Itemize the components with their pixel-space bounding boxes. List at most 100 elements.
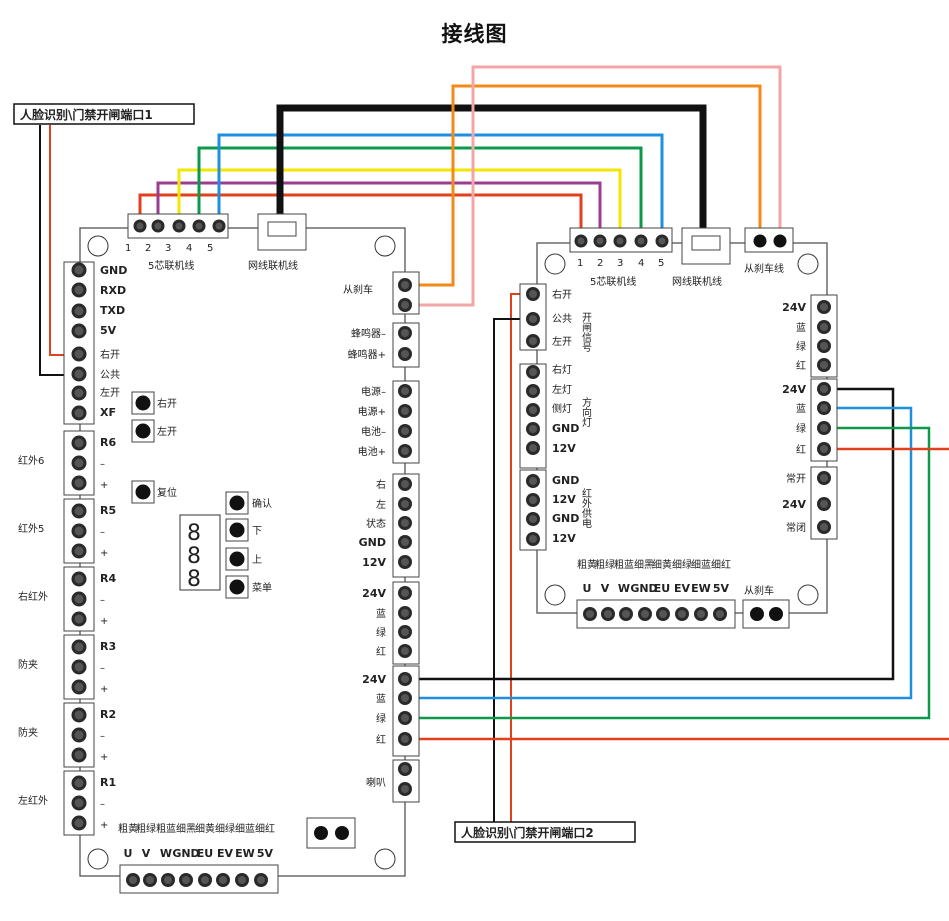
term-label: TXD xyxy=(100,304,125,317)
term-label: 电池+ xyxy=(358,445,386,458)
term-label: 状态 xyxy=(366,517,386,530)
term-label: 12V xyxy=(552,532,576,545)
term-label: 24V xyxy=(782,301,806,314)
wire-port2-black xyxy=(493,318,527,833)
term-label: GND xyxy=(552,422,579,435)
term-label: 左开 xyxy=(100,386,120,399)
wire-purple xyxy=(156,181,602,233)
pin-number: 3 xyxy=(165,243,171,254)
pin-number: 5 xyxy=(207,243,213,254)
main-board: 1 2 3 4 5 5芯联机线 网线联机线 GND RXD TXD 5V 右开 … xyxy=(18,213,420,894)
wire-loop-red xyxy=(405,447,949,741)
second-board-outline xyxy=(536,242,828,614)
second-board: 1 2 3 4 5 5芯联机线 网线联机线 从刹车线 右开公共左开右灯左灯侧灯G… xyxy=(519,227,838,629)
pin-number: 4 xyxy=(638,258,644,269)
network-port xyxy=(681,227,731,265)
r-side-label: 红外6 xyxy=(18,454,44,467)
mount-hole xyxy=(87,848,109,870)
bottom-label: 5V xyxy=(257,847,274,860)
term-label: 从刹车 xyxy=(343,283,373,296)
r-id: R5 xyxy=(100,504,116,517)
group-label: 方向灯 xyxy=(580,396,592,428)
wire-24v-black xyxy=(405,387,895,681)
term-label: 12V xyxy=(552,493,576,506)
bottom-label-top: 粗黄 xyxy=(577,558,597,571)
page-title: 接线图 xyxy=(441,22,508,46)
term-label: 常闭 xyxy=(786,521,806,534)
group-label: 开闸信号 xyxy=(580,312,592,353)
minus-sign: – xyxy=(100,663,105,674)
pin-number: 2 xyxy=(145,243,151,254)
term-label: GND xyxy=(359,536,386,549)
nav-button-label: 下 xyxy=(252,526,262,537)
plus-sign: + xyxy=(100,480,108,491)
plus-sign: + xyxy=(100,548,108,559)
bottom-label: W xyxy=(618,582,630,595)
term-label: GND xyxy=(552,474,579,487)
r-side-label: 右红外 xyxy=(18,590,48,603)
plus-sign: + xyxy=(100,684,108,695)
mount-hole xyxy=(544,584,566,606)
wire-yellow xyxy=(177,168,622,233)
minus-sign: – xyxy=(100,595,105,606)
r-id: R2 xyxy=(100,708,116,721)
bottom-label-top: 粗蓝 xyxy=(614,559,634,571)
bottom-label: GND xyxy=(172,847,199,860)
display-digit: 8 xyxy=(187,521,201,546)
mount-hole xyxy=(544,253,566,275)
display-digit: 8 xyxy=(187,567,201,592)
term-label: 电源+ xyxy=(358,405,386,418)
bottom-label-top: 细黑 xyxy=(176,822,196,835)
wire-pink xyxy=(403,65,782,307)
r-id: R6 xyxy=(100,436,116,449)
plus-sign: + xyxy=(100,616,108,627)
term-label: 绿 xyxy=(376,626,386,639)
bottom-label: U xyxy=(124,847,133,860)
minus-sign: – xyxy=(100,799,105,810)
term-label: 电源– xyxy=(361,385,386,398)
term-label: 蓝 xyxy=(376,693,386,705)
nav-button-label: 菜单 xyxy=(252,582,272,594)
term-label: 喇叭 xyxy=(366,777,386,789)
term-label: GND xyxy=(100,264,127,277)
term-label: 绿 xyxy=(796,422,806,435)
seven-segment-display xyxy=(179,514,221,591)
term-label: 右开 xyxy=(100,348,120,361)
plus-sign: + xyxy=(100,820,108,831)
bottom-label: EU xyxy=(197,847,213,860)
term-label: 24V xyxy=(782,383,806,396)
term-label: 12V xyxy=(362,556,386,569)
wire-green xyxy=(197,146,643,233)
bottom-label: EV xyxy=(674,582,691,595)
wire-orange xyxy=(403,84,762,287)
term-label: 红 xyxy=(376,733,386,746)
term-label: RXD xyxy=(100,284,126,297)
term-label: GND xyxy=(552,512,579,525)
bottom-label-top: 细蓝 xyxy=(235,822,255,835)
port1-label-text: 人脸识别\门禁开闸端口1 xyxy=(20,107,153,122)
nav-button-label: 上 xyxy=(252,554,262,566)
term-label: 电池– xyxy=(361,425,386,438)
group-label: 红外供电 xyxy=(580,487,592,528)
bottom-label: GND xyxy=(630,582,657,595)
minus-sign: – xyxy=(100,731,105,742)
term-label: 蓝 xyxy=(796,403,806,415)
bottom-label-top: 细红 xyxy=(711,558,731,571)
bottom-label: U xyxy=(583,582,592,595)
r-id: R4 xyxy=(100,572,116,585)
term-label: 绿 xyxy=(796,340,806,353)
term-label: 右开 xyxy=(552,288,572,301)
bottom-label: EU xyxy=(654,582,670,595)
pin-number: 3 xyxy=(617,258,623,269)
bottom-label-top: 细绿 xyxy=(215,822,235,835)
term-label: 左 xyxy=(376,498,386,511)
bottom-label: EV xyxy=(217,847,234,860)
bottom-label-top: 细黄 xyxy=(195,822,215,835)
button-label: 右开 xyxy=(157,397,177,410)
5core-caption: 5芯联机线 xyxy=(590,275,636,288)
term-label: 蜂鸣器– xyxy=(351,327,386,340)
r-side-label: 防夹 xyxy=(18,726,38,739)
button-label: 左开 xyxy=(157,425,177,438)
